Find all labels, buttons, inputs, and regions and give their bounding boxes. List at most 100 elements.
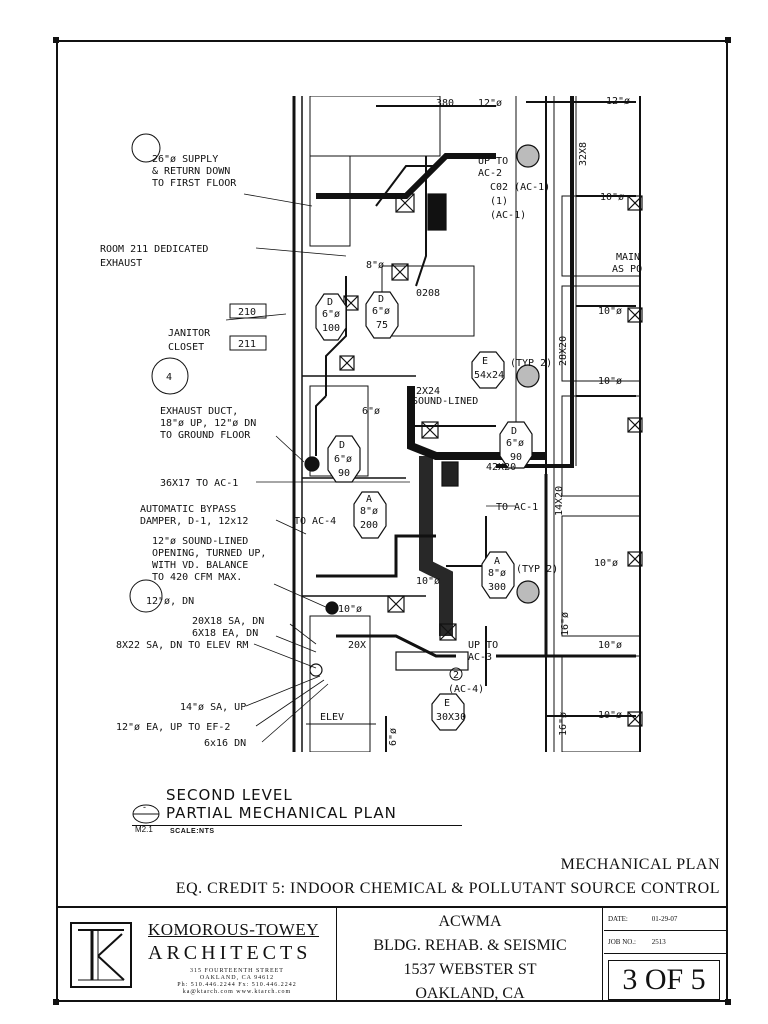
bubble-top: -	[143, 802, 146, 812]
logo-mark-icon	[78, 929, 125, 981]
label-14x20: 14X20	[554, 486, 565, 516]
diffusers	[304, 144, 643, 727]
note-room-211-2: EXHAUST	[100, 258, 142, 269]
plan-annotations: 380 12"ø 12"ø 32X8 10"ø 26"ø SUPPLY & RE…	[100, 96, 642, 749]
drawing-title-line2: PARTIAL MECHANICAL PLAN	[166, 804, 397, 822]
project-line4: OAKLAND, CA	[415, 985, 525, 1002]
job-value: 2513	[651, 938, 666, 946]
firm-addr-4: ka@ktarch.com www.ktarch.com	[182, 989, 292, 995]
tag-e2-type: E	[444, 698, 450, 709]
note-exhaust-2: 18"ø UP, 12"ø DN	[160, 418, 256, 429]
label-2x24: 2X24	[416, 386, 440, 397]
note-supply-2: & RETURN DOWN	[152, 166, 230, 177]
meta-block: DATE: 01-29-07 JOB NO.: 2513 3 OF 5	[604, 908, 728, 1002]
callout-2: 2	[453, 670, 459, 681]
tag-a1-type: A	[366, 494, 372, 505]
date-label: DATE:	[608, 915, 628, 923]
label-10-dia: 10"ø	[600, 192, 624, 203]
air-device-tags	[315, 291, 533, 731]
note-36x17: 36X17 TO AC-1	[160, 478, 238, 489]
label-to-ac4: TO AC-4	[294, 516, 336, 527]
drawing-title-line1: SECOND LEVEL	[166, 786, 293, 804]
room-211-box	[229, 335, 267, 351]
callout-2-circle	[449, 667, 463, 681]
tag-a1-cfm: 200	[360, 520, 378, 531]
label-16-dia: 16"ø	[560, 612, 571, 636]
tag-d4-type: D	[511, 426, 517, 437]
note-opening-1: 12"ø SOUND-LINED	[152, 536, 248, 547]
mechanical-plan-drawing: 380 12"ø 12"ø 32X8 10"ø 26"ø SUPPLY & RE…	[76, 96, 653, 752]
note-exhaust-1: EXHAUST DUCT,	[160, 406, 238, 417]
note-co2-sensor: C02 (AC-1)	[490, 182, 550, 193]
tag-d3-cfm: 90	[338, 468, 350, 479]
tag-d1-cfm: 100	[322, 323, 340, 334]
tag-d2-size: 6"ø	[372, 306, 390, 317]
label-sound-lined: SOUND-LINED	[412, 396, 478, 407]
duct-runs	[315, 96, 636, 752]
label-to-ac1: TO AC-1	[496, 502, 538, 513]
plan-svg: 380 12"ø 12"ø 32X8 10"ø 26"ø SUPPLY & RE…	[100, 96, 643, 752]
label-10-dia-3: 10"ø	[598, 376, 622, 387]
project-block: ACWMA BLDG. REHAB. & SEISMIC 1537 WEBSTE…	[338, 908, 603, 1002]
label-10-dia-8: 10"ø	[598, 710, 622, 721]
scale-label: SCALE:NTS	[170, 828, 215, 835]
sheet-number: 3 OF 5	[608, 960, 720, 1000]
room-211: 211	[238, 339, 256, 350]
note-ac-2: AC-2	[478, 168, 502, 179]
detail-bubble	[132, 804, 160, 824]
label-10-dia-2: 10"ø	[598, 306, 622, 317]
tag-d4-cfm: 90	[510, 452, 522, 463]
tag-d1-size: 6"ø	[322, 309, 340, 320]
tag-e2-size: 30X30	[436, 712, 466, 723]
note-12-dn: 12"ø, DN	[146, 596, 194, 607]
note-supply-3: TO FIRST FLOOR	[152, 178, 237, 189]
label-42x20: 42X20	[486, 462, 516, 473]
note-p-ac4: (AC-4)	[448, 684, 484, 695]
reference-bubbles	[129, 133, 189, 613]
firm-address: 315 FOURTEENTH STREET OAKLAND, CA 94612 …	[148, 968, 326, 996]
tag-d4-size: 6"ø	[506, 438, 524, 449]
firm-addr-2: OAKLAND, CA 94612	[199, 975, 275, 981]
note-6x16: 6x16 DN	[204, 738, 246, 749]
note-6x18: 6X18 EA, DN	[192, 628, 258, 639]
leader-lines	[225, 193, 516, 743]
drawing-border	[56, 40, 728, 1002]
label-typ2-b: (TYP 2)	[516, 564, 558, 575]
label-20x: 20X	[348, 640, 366, 651]
firm-block: KOMOROUS-TOWEY ARCHITECTS 315 FOURTEENTH…	[56, 908, 337, 1002]
label-380: 380	[436, 98, 454, 109]
sheet-title-line2: EQ. CREDIT 5: INDOOR CHEMICAL & POLLUTAN…	[175, 880, 720, 897]
room-210-box	[229, 303, 267, 319]
project-line1: ACWMA	[438, 913, 502, 930]
title-underline	[132, 825, 462, 826]
bubble-bottom: M2.1	[135, 825, 153, 834]
label-elev: ELEV	[320, 712, 344, 723]
job-row: JOB NO.: 2513	[604, 931, 728, 954]
tag-d3-size: 6"ø	[334, 454, 352, 465]
label-10-dia-7: 10"ø	[598, 640, 622, 651]
note-opening-4: TO 420 CFM MAX.	[152, 572, 242, 583]
date-value: 01-29-07	[651, 915, 678, 923]
date-row: DATE: 01-29-07	[604, 908, 728, 931]
firm-subtitle: ARCHITECTS	[148, 942, 312, 964]
corner-mark-top-right	[725, 37, 731, 43]
note-ac-3: AC-3	[468, 652, 492, 663]
label-32x8: 32X8	[578, 142, 589, 166]
firm-addr-1: 315 FOURTEENTH STREET	[190, 968, 284, 974]
note-rh-sensor: (1)	[490, 196, 508, 207]
tag-e1-size: 54x24	[474, 370, 504, 381]
tag-a1-size: 8"ø	[360, 506, 378, 517]
tag-a2-type: A	[494, 556, 500, 567]
note-14-sa: 14"ø SA, UP	[180, 702, 246, 713]
note-main-2: AS PO	[612, 264, 642, 275]
label-10-dia-5: 10"ø	[594, 558, 618, 569]
note-main: MAIN	[616, 252, 640, 263]
label-12-dia-right: 12"ø	[606, 96, 630, 107]
drawing-title-block: SECOND LEVEL PARTIAL MECHANICAL PLAN - M…	[132, 786, 472, 838]
note-closet: CLOSET	[168, 342, 204, 353]
firm-logo	[70, 922, 132, 988]
label-10-dia-6: 10"ø	[338, 604, 362, 615]
title-block: KOMOROUS-TOWEY ARCHITECTS 315 FOURTEENTH…	[56, 906, 728, 1002]
project-line3: 1537 WEBSTER ST	[403, 961, 537, 978]
note-janitor: JANITOR	[168, 328, 211, 339]
